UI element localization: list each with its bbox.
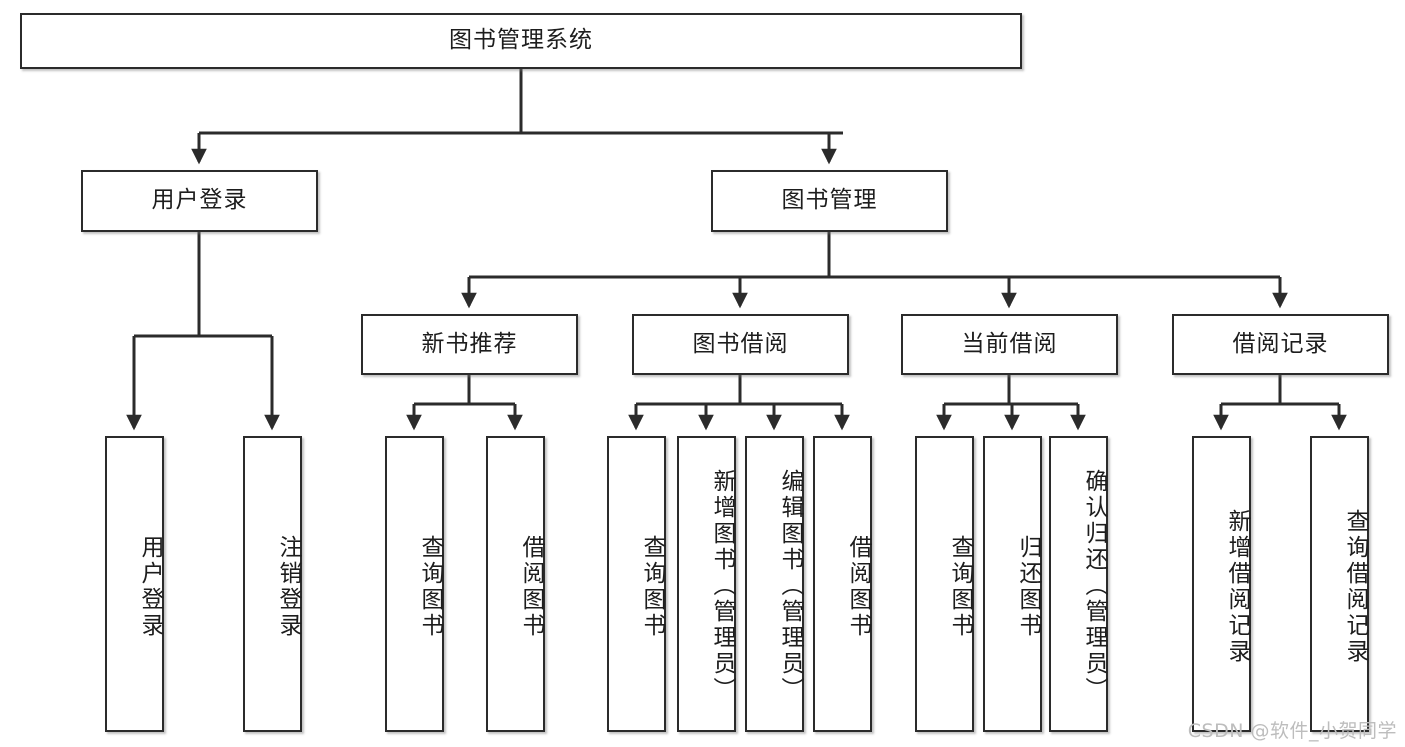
node-user-login-label: 用户登录 bbox=[151, 187, 248, 214]
leaf-return-book-label: 归还图书 bbox=[1015, 535, 1041, 639]
leaf-query-borrow-record-label: 查询借阅记录 bbox=[1342, 509, 1368, 665]
node-user-login[interactable]: 用户登录 bbox=[81, 170, 318, 232]
leaf-edit-book-admin[interactable]: 编辑图书（管理员） bbox=[745, 436, 804, 732]
node-borrow-record-label: 借阅记录 bbox=[1232, 330, 1329, 357]
leaf-add-book-admin[interactable]: 新增图书（管理员） bbox=[677, 436, 736, 732]
leaf-borrow-book-recommend-label: 借阅图书 bbox=[518, 535, 544, 639]
leaf-query-book-borrow-label: 查询图书 bbox=[639, 535, 665, 639]
leaf-logout[interactable]: 注销登录 bbox=[243, 436, 302, 732]
leaf-query-book-recommend-label: 查询图书 bbox=[417, 535, 443, 639]
leaf-add-book-admin-label: 新增图书（管理员） bbox=[709, 469, 735, 703]
node-current-borrow[interactable]: 当前借阅 bbox=[901, 314, 1118, 375]
node-book-borrow-label: 图书借阅 bbox=[692, 330, 789, 357]
leaf-edit-book-admin-label: 编辑图书（管理员） bbox=[777, 469, 803, 703]
leaf-query-borrow-record[interactable]: 查询借阅记录 bbox=[1310, 436, 1369, 732]
leaf-return-book[interactable]: 归还图书 bbox=[983, 436, 1042, 732]
node-book-management-label: 图书管理 bbox=[781, 187, 878, 214]
leaf-logout-label: 注销登录 bbox=[275, 535, 301, 639]
leaf-query-book-current-label: 查询图书 bbox=[947, 535, 973, 639]
leaf-query-book-current[interactable]: 查询图书 bbox=[915, 436, 974, 732]
leaf-user-login[interactable]: 用户登录 bbox=[105, 436, 164, 732]
node-borrow-record[interactable]: 借阅记录 bbox=[1172, 314, 1389, 375]
leaf-borrow-book-recommend[interactable]: 借阅图书 bbox=[486, 436, 545, 732]
leaf-borrow-book[interactable]: 借阅图书 bbox=[813, 436, 872, 732]
node-new-book-recommend[interactable]: 新书推荐 bbox=[361, 314, 578, 375]
leaf-query-book-borrow[interactable]: 查询图书 bbox=[607, 436, 666, 732]
node-root-label: 图书管理系统 bbox=[449, 27, 593, 54]
node-book-borrow[interactable]: 图书借阅 bbox=[632, 314, 849, 375]
leaf-user-login-label: 用户登录 bbox=[137, 535, 163, 639]
node-current-borrow-label: 当前借阅 bbox=[961, 330, 1058, 357]
csdn-watermark: CSDN @软件_小贺同学 bbox=[1187, 720, 1397, 742]
leaf-query-book-recommend[interactable]: 查询图书 bbox=[385, 436, 444, 732]
leaf-add-borrow-record[interactable]: 新增借阅记录 bbox=[1192, 436, 1251, 732]
leaf-confirm-return-admin[interactable]: 确认归还（管理员） bbox=[1049, 436, 1108, 732]
node-new-book-recommend-label: 新书推荐 bbox=[421, 330, 518, 357]
node-book-management[interactable]: 图书管理 bbox=[711, 170, 948, 232]
node-root[interactable]: 图书管理系统 bbox=[20, 13, 1022, 69]
leaf-confirm-return-admin-label: 确认归还（管理员） bbox=[1081, 469, 1107, 703]
leaf-borrow-book-label: 借阅图书 bbox=[845, 535, 871, 639]
leaf-add-borrow-record-label: 新增借阅记录 bbox=[1224, 509, 1250, 665]
